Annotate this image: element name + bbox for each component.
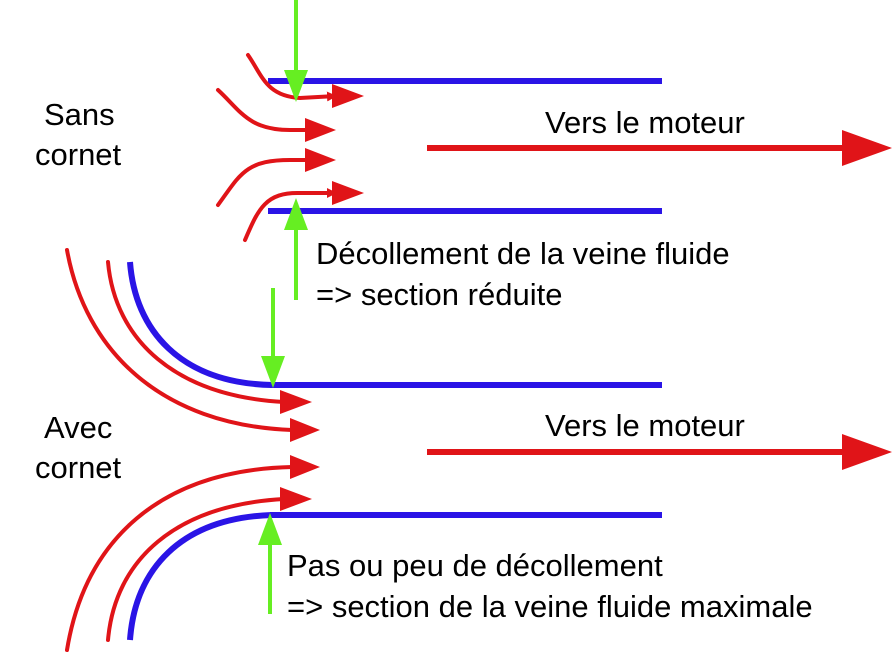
top-streamline-2 — [216, 88, 328, 135]
top-streamline-4 — [243, 188, 338, 242]
bottom-green-arrowhead-down — [261, 356, 285, 388]
top-side-label-line2: cornet — [35, 137, 122, 172]
top-note-line2: => section réduite — [316, 277, 562, 312]
top-green-arrowhead-down — [284, 70, 308, 102]
bottom-note-line1: Pas ou peu de décollement — [287, 548, 663, 583]
bottom-note-line2: => section de la veine fluide maximale — [287, 589, 813, 624]
bottom-upper-bellmouth — [127, 261, 273, 388]
bottom-flow-label: Vers le moteur — [545, 408, 745, 443]
bottom-arrowhead-4 — [280, 487, 312, 511]
section-avec-cornet: Avec cornet Vers le moteur Pas ou peu de… — [35, 248, 892, 652]
top-arrowhead-2 — [305, 118, 336, 142]
bottom-side-label-line1: Avec — [44, 410, 112, 445]
bottom-streamline-3 — [65, 465, 294, 652]
bottom-streamline-2 — [65, 248, 294, 432]
bottom-arrowhead-2 — [290, 418, 320, 442]
top-arrowhead-3 — [305, 148, 336, 172]
top-arrowhead-4 — [332, 181, 364, 205]
top-note-line1: Décollement de la veine fluide — [316, 236, 730, 271]
top-arrowhead-1 — [332, 84, 364, 108]
bottom-lower-bellmouth — [127, 512, 273, 641]
bottom-green-arrowhead-up — [258, 513, 282, 545]
bottom-outflow-arrowhead — [842, 434, 892, 470]
bottom-arrowhead-3 — [290, 455, 320, 479]
bottom-arrowhead-1 — [280, 390, 312, 414]
top-side-label-line1: Sans — [44, 97, 115, 132]
top-flow-label: Vers le moteur — [545, 105, 745, 140]
top-streamline-3 — [216, 155, 328, 207]
bottom-side-label-line2: cornet — [35, 450, 122, 485]
section-sans-cornet: Sans cornet Vers le moteur Décollement d… — [35, 0, 892, 312]
bottom-streamline-1 — [106, 260, 286, 404]
top-streamline-1 — [246, 53, 338, 102]
top-outflow-arrowhead — [842, 130, 892, 166]
top-green-arrowhead-up — [284, 198, 308, 230]
bottom-streamline-4 — [106, 497, 286, 642]
